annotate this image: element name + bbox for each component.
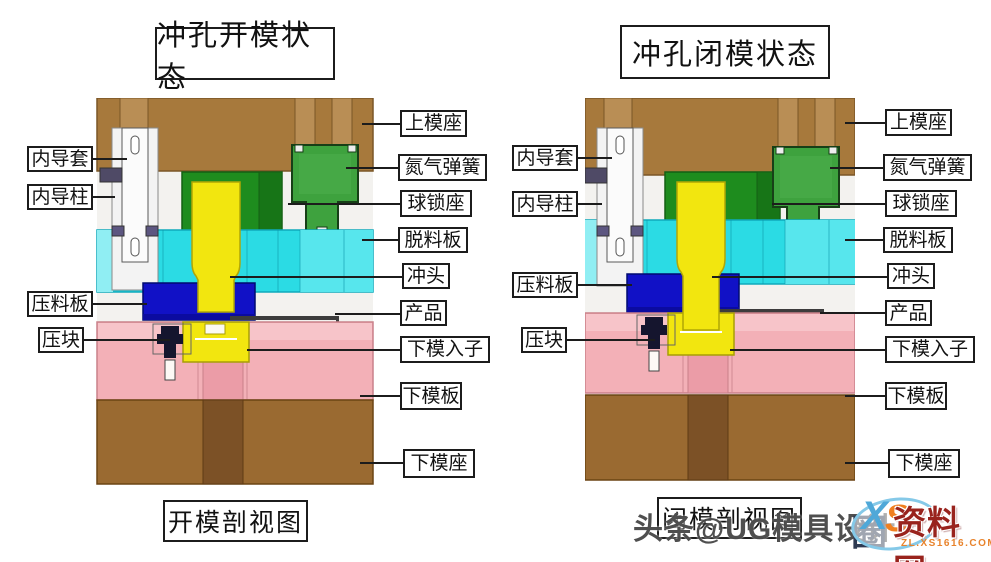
label-pressure-plate-open: 压料板	[27, 291, 93, 317]
label-product-closed: 产品	[885, 300, 932, 326]
leader-line	[360, 395, 400, 397]
leader-line	[93, 196, 115, 198]
logo-monogram-x: X	[861, 494, 888, 538]
leader-line	[845, 122, 885, 124]
label-inner-guide-bush-closed: 内导套	[512, 145, 578, 171]
leader-line	[845, 395, 885, 397]
leader-line	[578, 157, 612, 159]
leader-line	[93, 158, 127, 160]
leader-line	[84, 339, 170, 341]
punch-shape	[676, 181, 726, 331]
closed-mold-cross-section	[585, 98, 855, 481]
label-punch-open: 冲头	[402, 263, 450, 289]
leader-line	[346, 167, 398, 169]
leader-line	[845, 239, 883, 241]
label-stripper-plate-open: 脱料板	[398, 227, 468, 253]
site-logo: 圈 X S 资料网 ZL.XS1616.COM	[845, 492, 991, 562]
label-ball-lock-seat-open: 球锁座	[400, 190, 472, 217]
leader-line	[578, 203, 602, 205]
label-upper-die-base-open: 上模座	[400, 110, 467, 137]
leader-line	[335, 313, 400, 315]
label-lower-die-plate-open: 下模板	[400, 382, 462, 410]
label-press-block-closed: 压块	[521, 327, 567, 353]
open-section-caption: 开模剖视图	[163, 500, 308, 542]
label-lower-die-insert-open: 下模入子	[400, 336, 490, 363]
leader-line	[845, 462, 888, 464]
closed-state-title: 冲孔闭模状态	[620, 25, 830, 79]
label-lower-die-plate-closed: 下模板	[885, 382, 947, 410]
guide-post-shape	[99, 127, 159, 291]
leader-line	[288, 203, 400, 205]
leader-line	[230, 276, 402, 278]
label-nitrogen-spring-closed: 氮气弹簧	[883, 154, 972, 181]
product-strip-shape	[230, 316, 339, 323]
lower-die-insert-shape	[182, 321, 250, 363]
leader-line	[360, 462, 403, 464]
label-inner-guide-bush-open: 内导套	[27, 146, 93, 172]
lower-die-base-shape	[585, 394, 855, 481]
label-ball-lock-seat-closed: 球锁座	[885, 190, 957, 217]
label-lower-die-insert-closed: 下模入子	[885, 336, 975, 363]
nitrogen-spring-shape	[291, 144, 359, 235]
label-punch-closed: 冲头	[887, 263, 935, 289]
punch-shape	[191, 181, 241, 313]
leader-line	[362, 123, 400, 125]
guide-post-shape	[585, 127, 644, 287]
label-product-open: 产品	[400, 300, 447, 326]
leader-line	[820, 312, 885, 314]
leader-line	[772, 203, 885, 205]
label-press-block-open: 压块	[38, 327, 84, 353]
label-pressure-plate-closed: 压料板	[512, 272, 578, 298]
label-upper-die-base-closed: 上模座	[885, 109, 952, 136]
label-inner-guide-post-open: 内导柱	[27, 184, 93, 210]
leader-line	[730, 349, 885, 351]
label-lower-die-base-closed: 下模座	[888, 449, 960, 478]
open-state-title: 冲孔开模状态	[155, 20, 335, 94]
leader-line	[247, 349, 400, 351]
leader-line	[578, 284, 632, 286]
closed-section-caption: 闭模剖视图	[657, 497, 802, 539]
leader-line	[93, 303, 147, 305]
logo-site-name: 资料网	[893, 504, 961, 562]
leader-line	[567, 339, 655, 341]
logo-domain: ZL.XS1616.COM	[901, 538, 991, 549]
press-block-shape	[636, 314, 676, 372]
leader-line	[362, 239, 398, 241]
leader-line	[830, 167, 883, 169]
logo-monogram-s: S	[885, 498, 911, 540]
open-mold-cross-section	[96, 98, 374, 485]
label-lower-die-base-open: 下模座	[403, 449, 475, 478]
leader-line	[712, 276, 887, 278]
label-nitrogen-spring-open: 氮气弹簧	[398, 154, 487, 181]
label-stripper-plate-closed: 脱料板	[883, 227, 953, 253]
lower-die-base-shape	[96, 399, 374, 485]
label-inner-guide-post-closed: 内导柱	[512, 191, 578, 217]
